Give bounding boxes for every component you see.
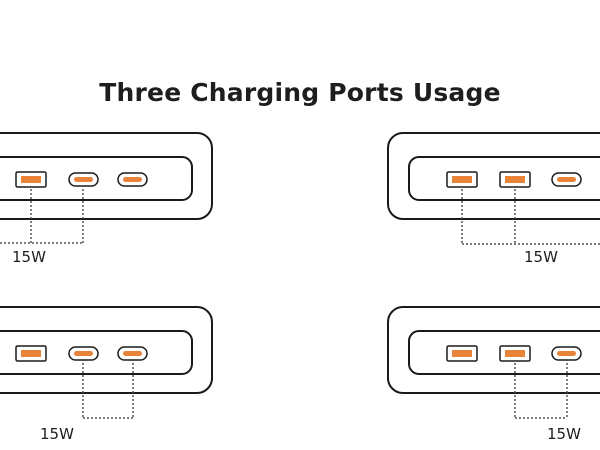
page-title: Three Charging Ports Usage (99, 78, 501, 107)
usb-c-port-icon (117, 346, 148, 361)
panel-bottom-right: 15W (387, 306, 600, 443)
power-label: 15W (524, 248, 558, 266)
panel-bottom-left: 15W (0, 306, 213, 443)
panel-top-right: 15W (387, 132, 600, 266)
usb-a-port-icon (499, 345, 531, 362)
power-label: 15W (547, 425, 581, 443)
power-label: 15W (40, 425, 74, 443)
connector-lines (461, 189, 600, 245)
usb-a-port-icon (499, 171, 531, 188)
connector-lines (82, 363, 134, 419)
usb-c-port-icon (68, 172, 99, 187)
usb-a-port-icon (15, 171, 47, 188)
usb-a-port-icon (446, 171, 478, 188)
usb-c-port-icon (551, 172, 582, 187)
panel-top-left: 15W (0, 132, 213, 266)
connector-lines (514, 363, 568, 419)
power-label: 15W (12, 248, 46, 266)
usb-c-port-icon (68, 346, 99, 361)
usb-a-port-icon (15, 345, 47, 362)
usb-c-port-icon (551, 346, 582, 361)
usb-a-port-icon (446, 345, 478, 362)
usb-c-port-icon (117, 172, 148, 187)
connector-lines (0, 189, 84, 244)
